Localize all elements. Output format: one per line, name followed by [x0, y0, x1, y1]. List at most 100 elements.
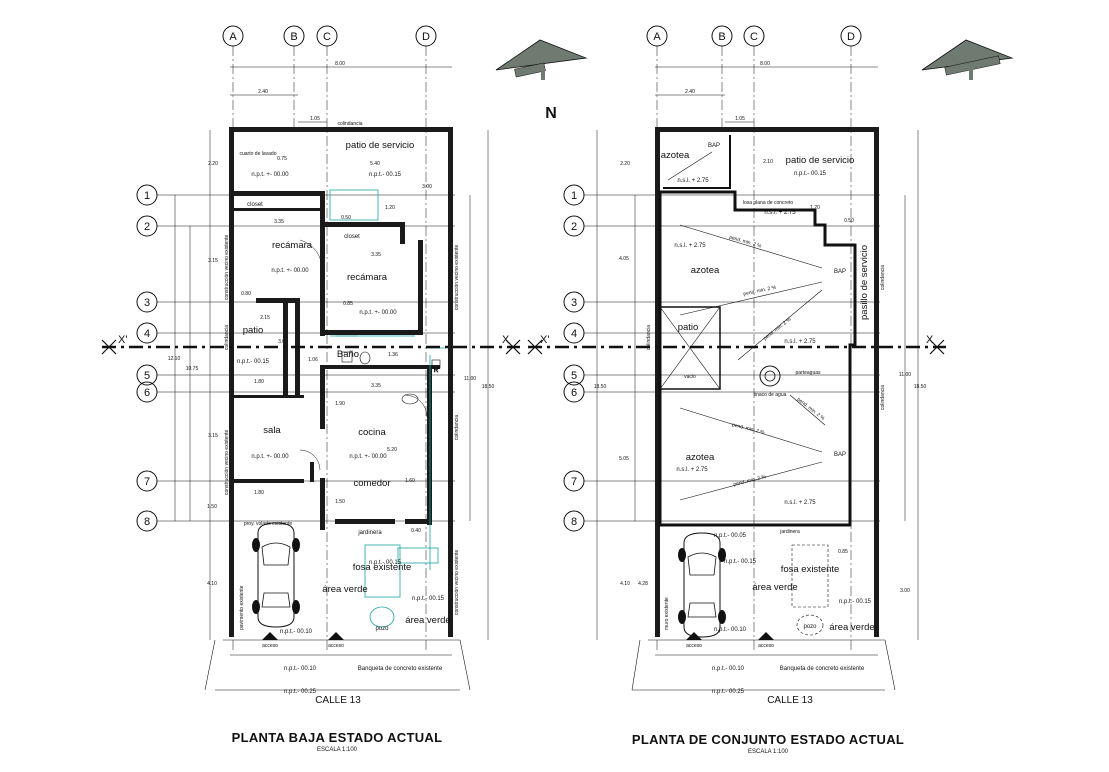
area-verde-1: área verde	[322, 584, 367, 595]
sidewalk-lines	[204, 639, 471, 691]
svg-text:azotea: azotea	[691, 265, 720, 276]
svg-text:n.s.l. + 2.75: n.s.l. + 2.75	[784, 339, 816, 345]
room-labels: colindancia cuarto de lavado patio de se…	[224, 121, 460, 695]
svg-text:colindancia: colindancia	[454, 415, 460, 440]
slope-arrows	[667, 151, 826, 501]
svg-text:2.40: 2.40	[258, 89, 268, 95]
svg-text:R: R	[434, 368, 439, 374]
plan-conjunto: A B C D 1 2 3 4 5 6 7 8	[527, 25, 946, 755]
svg-text:A: A	[653, 31, 661, 43]
svg-text:1.05: 1.05	[735, 116, 745, 122]
section-mark-left: X'	[118, 334, 127, 346]
svg-text:0.40: 0.40	[411, 528, 421, 534]
axis-6: 6	[144, 387, 150, 399]
sidewalk-lines-right	[631, 639, 896, 691]
yard-features	[791, 544, 829, 636]
svg-text:8: 8	[571, 516, 577, 528]
axis-2: 2	[144, 221, 150, 233]
svg-text:n.p.t.- 00.15: n.p.t.- 00.15	[369, 560, 402, 566]
svg-text:acceso: acceso	[686, 643, 702, 649]
axis-1: 1	[144, 190, 150, 202]
svg-text:4: 4	[571, 328, 577, 340]
dimension-values: 8.00 2.40 1.05 5.40 2.20 3.15 3.15 12.10…	[168, 61, 495, 587]
plan-planta-baja: A B C D 1 2 3 4 5 6 7 8	[101, 25, 521, 753]
svg-text:n.s.l. + 2.75: n.s.l. + 2.75	[676, 467, 708, 473]
room-cocina: cocina	[358, 427, 386, 438]
svg-text:2.10: 2.10	[763, 159, 773, 165]
svg-text:patio: patio	[678, 322, 699, 333]
svg-text:3: 3	[571, 297, 577, 309]
water-tank-icon	[759, 365, 781, 387]
svg-text:n.p.t.- 00.25: n.p.t.- 00.25	[712, 689, 745, 695]
svg-text:n.s.l. + 2.75: n.s.l. + 2.75	[784, 500, 816, 506]
svg-text:3.35: 3.35	[371, 383, 381, 389]
svg-text:0.80: 0.80	[241, 291, 251, 297]
svg-text:18.50: 18.50	[914, 384, 927, 390]
svg-text:3.00: 3.00	[422, 184, 432, 190]
svg-text:muro existente: muro existente	[664, 597, 670, 630]
svg-text:1.60: 1.60	[405, 478, 415, 484]
svg-text:3.15: 3.15	[208, 258, 218, 264]
svg-text:5.20: 5.20	[387, 447, 397, 453]
svg-text:área verde: área verde	[752, 582, 797, 593]
svg-text:closet: closet	[247, 202, 263, 208]
svg-text:jardinera: jardinera	[779, 529, 800, 535]
row-axes-right: 1 2 3 4 5 6 7 8	[563, 184, 880, 532]
access-marks	[262, 632, 344, 640]
svg-text:n.p.t.- 00.25: n.p.t.- 00.25	[284, 689, 317, 695]
svg-text:1.90: 1.90	[335, 401, 345, 407]
row-axes: 1 2 3 4 5 6 7 8	[136, 184, 455, 532]
room-patio: patio	[243, 325, 264, 336]
svg-text:3.35: 3.35	[371, 252, 381, 258]
svg-text:colindancia: colindancia	[224, 325, 230, 350]
svg-text:4.10: 4.10	[207, 581, 217, 587]
room-recamara-2: recámara	[347, 272, 388, 283]
room-recamara-1: recámara	[272, 240, 313, 251]
svg-text:n.p.t. +- 00.00: n.p.t. +- 00.00	[359, 310, 397, 316]
svg-text:pozo: pozo	[375, 626, 389, 632]
plan-scale: ESCALA 1:100	[317, 747, 358, 753]
dimension-values-right: 8.00 2.40 1.05 2.20 2.10 1.20 4.05 5.05 …	[594, 61, 927, 594]
svg-text:n.p.t.- 00.10: n.p.t.- 00.10	[712, 666, 745, 672]
axis-4: 4	[144, 328, 150, 340]
room-sala: sala	[263, 425, 281, 436]
svg-text:pasillo de servicio: pasillo de servicio	[859, 245, 870, 320]
svg-text:0.50: 0.50	[844, 218, 854, 224]
svg-text:construcción vecino existente: construcción vecino existente	[224, 429, 230, 495]
car-icon	[252, 522, 300, 628]
area-verde-2: área verde	[405, 615, 450, 626]
svg-text:4.05: 4.05	[619, 256, 629, 262]
svg-text:3.00: 3.00	[900, 588, 910, 594]
svg-text:1.50: 1.50	[207, 504, 217, 510]
svg-text:n.p.t.- 00.10: n.p.t.- 00.10	[714, 627, 747, 633]
car-icon-right	[678, 532, 726, 638]
svg-text:4.28: 4.28	[638, 581, 648, 587]
axis-8: 8	[144, 516, 150, 528]
axis-c: C	[323, 31, 331, 43]
svg-text:construcción vecino existente: construcción vecino existente	[454, 244, 460, 310]
svg-text:1.50: 1.50	[335, 499, 345, 505]
svg-text:construcción vecino existente: construcción vecino existente	[454, 549, 460, 615]
svg-text:18.50: 18.50	[482, 384, 495, 390]
svg-text:losa plana de concreto: losa plana de concreto	[743, 200, 794, 206]
dimensions	[174, 66, 489, 656]
room-patio-servicio: patio de servicio	[346, 140, 415, 151]
axis-b: B	[290, 31, 297, 43]
svg-text:n.p.t.- 00.15: n.p.t.- 00.15	[237, 359, 270, 365]
svg-text:acceso: acceso	[262, 643, 278, 649]
svg-text:C: C	[750, 31, 758, 43]
svg-text:1.06: 1.06	[308, 357, 318, 363]
svg-text:n.p.t.- 00.15: n.p.t.- 00.15	[369, 172, 402, 178]
svg-text:1.20: 1.20	[810, 205, 820, 211]
svg-text:jardinera: jardinera	[357, 530, 382, 536]
section-line: X' X	[101, 334, 521, 355]
north-arrow-right-icon	[921, 39, 1014, 80]
svg-text:n.p.t. +- 00.00: n.p.t. +- 00.00	[251, 454, 289, 460]
svg-text:n.p.t.- 00.15: n.p.t.- 00.15	[412, 596, 445, 602]
axis-d: D	[422, 31, 430, 43]
street-name-right: CALLE 13	[767, 695, 813, 706]
svg-text:BAP: BAP	[834, 269, 846, 275]
svg-text:colindancia: colindancia	[646, 325, 652, 350]
svg-text:área verde: área verde	[829, 622, 874, 633]
